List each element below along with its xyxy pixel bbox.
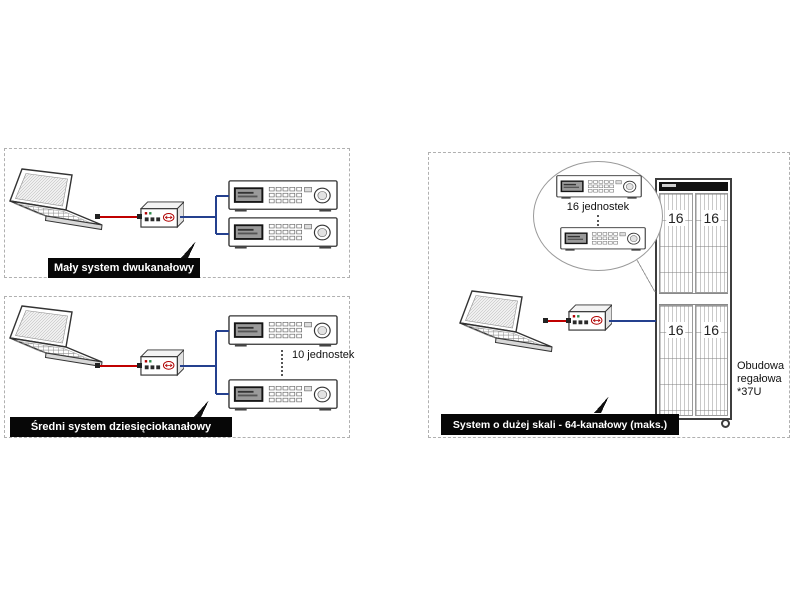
instrument-icon (228, 379, 338, 411)
medium-system-boundary (4, 296, 350, 438)
rack-section-count: 16 (701, 322, 722, 338)
medium-units-note: 10 jednostek (292, 349, 355, 361)
small-system-label: Mały system dwukanałowy (48, 258, 200, 278)
interface-hub-icon (140, 348, 184, 377)
instrument-icon (228, 180, 338, 212)
laptop-icon (458, 290, 558, 362)
large-system-label: System o dużej skali - 64-kanałowy (maks… (441, 414, 679, 435)
rack-divider (659, 293, 728, 305)
rack-section: 16 (694, 305, 728, 416)
ellipsis-dots (281, 350, 283, 376)
rack-note-line: Obudowa (737, 360, 785, 372)
medium-system-label: Średni system dziesięciokanałowy (10, 417, 232, 437)
rack-note-line: *37U (737, 386, 762, 398)
ellipsis-dots (597, 215, 599, 226)
rack-section: 16 (694, 193, 728, 293)
instrument-icon (556, 175, 642, 199)
interface-hub-icon (568, 303, 612, 332)
callout-units-note: 16 jednostek (566, 201, 630, 213)
rack-section-count: 16 (665, 210, 686, 226)
large-system-boundary (428, 152, 790, 438)
rack-note-line: regałowa (737, 373, 782, 385)
interface-hub-icon (140, 200, 184, 229)
instrument-icon (228, 315, 338, 347)
laptop-icon (8, 305, 108, 377)
rack-size-note: Obudowa regałowa *37U (737, 360, 784, 399)
rack-section-count: 16 (665, 322, 686, 338)
instrument-icon (228, 217, 338, 249)
rack-section: 16 (659, 193, 693, 293)
rack-section: 16 (659, 305, 693, 416)
rack-section-count: 16 (701, 210, 722, 226)
rack-grid: 16 16 16 16 (659, 193, 728, 416)
laptop-icon (8, 168, 108, 240)
instrument-icon (560, 227, 646, 251)
rack-caster (721, 419, 730, 428)
rack-controller-unit (659, 182, 728, 191)
rack-cabinet: 16 16 16 16 (655, 178, 732, 420)
